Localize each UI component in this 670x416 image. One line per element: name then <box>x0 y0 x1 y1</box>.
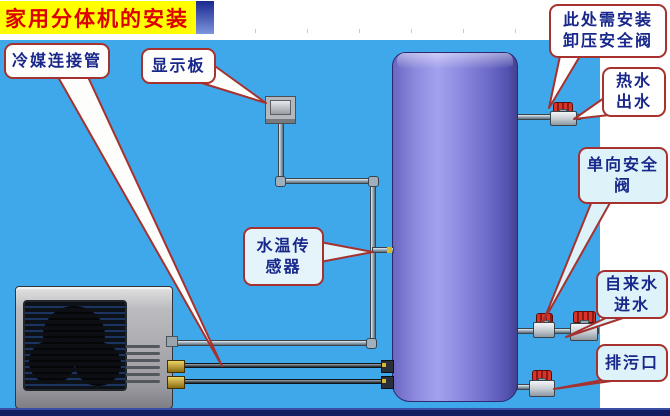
page-title-block: 家用分体机的安装 <box>0 1 196 34</box>
pipe-elbow <box>275 176 286 187</box>
fitting-dot <box>382 363 386 367</box>
fitting-dot <box>382 379 386 383</box>
callout-display-panel: 显示板 <box>141 48 216 84</box>
main-vertical-pipe <box>370 178 376 348</box>
water-storage-tank <box>392 52 518 402</box>
callout-text: 水温传 <box>256 235 311 255</box>
unit-brass-fitting <box>167 360 185 373</box>
grille-slats <box>25 302 125 389</box>
page-title: 家用分体机的安装 <box>5 6 189 31</box>
ruler-tick <box>307 29 308 33</box>
display-screen <box>270 100 291 115</box>
ruler-tick <box>411 29 412 33</box>
display-wire-vertical <box>278 122 284 184</box>
bottom-bar <box>0 408 670 416</box>
ruler-tick <box>463 29 464 33</box>
callout-text: 冷媒连接管 <box>11 50 102 70</box>
callout-refrigerant-pipe: 冷媒连接管 <box>4 43 110 79</box>
refrigerant-pipe-upper <box>183 363 385 368</box>
callout-text: 此处需安装 <box>562 10 653 30</box>
pipe-elbow <box>368 176 379 187</box>
callout-text: 阀 <box>613 175 632 195</box>
callout-hot-water-outlet: 热水 出水 <box>602 67 666 117</box>
fan-grille <box>23 300 127 391</box>
drain-valve-body <box>529 380 555 397</box>
callout-text: 排污口 <box>604 352 659 372</box>
side-vents <box>126 345 164 391</box>
ruler-tick <box>359 29 360 33</box>
check-valve-body <box>533 322 555 338</box>
unit-wire-fitting <box>166 336 178 347</box>
callout-text: 卸压安全阀 <box>562 31 653 50</box>
callout-relief-valve: 此处需安装 卸压安全阀 <box>549 4 667 58</box>
sensor-tip <box>387 247 392 253</box>
callout-text: 热水 <box>615 71 652 91</box>
callout-text: 进水 <box>613 294 650 314</box>
unit-top-pipe <box>174 340 376 346</box>
unit-brass-fitting <box>167 376 185 389</box>
callout-text: 显示板 <box>151 55 206 75</box>
ruler-tick <box>515 29 516 33</box>
callout-drain-outlet: 排污口 <box>596 344 668 382</box>
callout-text: 自来水 <box>604 273 659 293</box>
pipe-elbow <box>366 338 377 349</box>
display-panel-box <box>265 96 296 124</box>
inlet-valve-body <box>570 323 598 341</box>
callout-one-way-valve: 单向安全 阀 <box>578 147 668 204</box>
title-shadow-block <box>196 1 214 34</box>
ruler-tick <box>255 29 256 33</box>
relief-valve-body <box>550 111 577 126</box>
callout-text: 感器 <box>265 256 302 276</box>
callout-tap-water-inlet: 自来水 进水 <box>596 270 668 319</box>
display-base <box>266 119 295 123</box>
callout-water-temp-sensor: 水温传 感器 <box>243 227 324 286</box>
callout-text: 单向安全 <box>586 154 659 174</box>
refrigerant-pipe-lower <box>183 379 385 384</box>
callout-text: 出水 <box>615 92 652 111</box>
outdoor-heat-pump-unit <box>15 286 173 409</box>
display-wire-horizontal <box>278 178 377 184</box>
